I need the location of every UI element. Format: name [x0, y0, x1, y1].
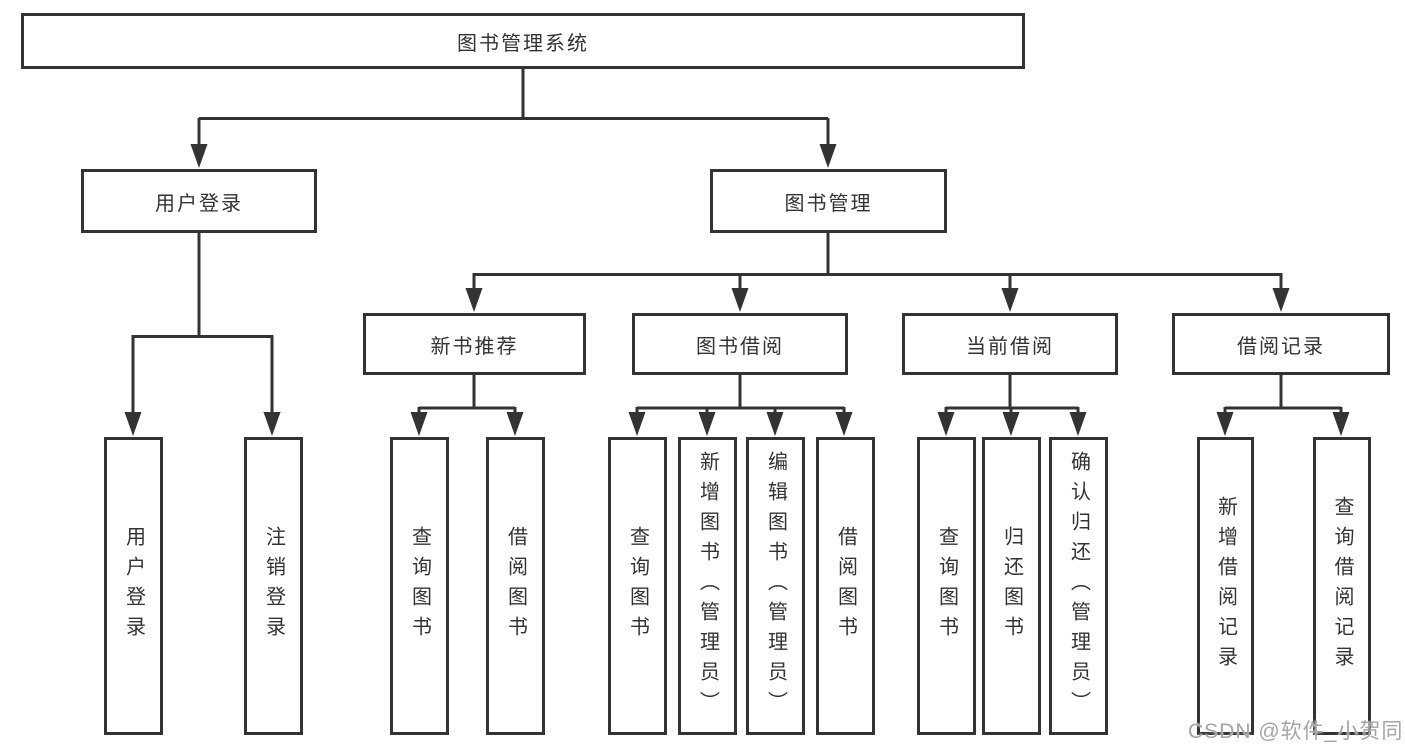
leaf-label: 编辑图书（管理员）: [764, 451, 787, 721]
node-root: 图书管理系统: [21, 13, 1025, 69]
node-book-borrow: 图书借阅: [632, 313, 848, 375]
node-new-book-recommend: 新书推荐: [363, 313, 586, 375]
leaf-borrow-books-2: 借阅图书: [816, 437, 875, 735]
watermark-text: CSDN @软件_小贺同学: [1188, 720, 1405, 743]
leaf-add-borrow-record: 新增借阅记录: [1197, 437, 1254, 735]
node-label: 用户登录: [155, 192, 243, 215]
leaf-label: 新增借阅记录: [1214, 496, 1237, 676]
leaf-label: 查询图书: [408, 526, 431, 646]
node-user-login-group: 用户登录: [81, 169, 317, 233]
leaf-return-book: 归还图书: [982, 437, 1041, 735]
leaf-logout: 注销登录: [244, 437, 303, 735]
node-current-borrow: 当前借阅: [902, 313, 1118, 375]
leaf-user-login: 用户登录: [104, 437, 163, 735]
leaf-label: 用户登录: [122, 526, 145, 646]
leaf-label: 借阅图书: [504, 526, 527, 646]
leaf-borrow-books-1: 借阅图书: [486, 437, 545, 735]
leaf-label: 借阅图书: [834, 526, 857, 646]
leaf-label: 查询图书: [626, 526, 649, 646]
leaf-add-book-admin: 新增图书（管理员）: [678, 437, 737, 735]
leaf-edit-book-admin: 编辑图书（管理员）: [746, 437, 805, 735]
node-borrow-records: 借阅记录: [1172, 313, 1390, 375]
leaf-label: 查询借阅记录: [1331, 496, 1353, 676]
node-label: 新书推荐: [430, 335, 519, 358]
leaf-label: 归还图书: [1000, 526, 1023, 646]
node-label: 图书管理: [784, 192, 873, 215]
leaf-query-books-2: 查询图书: [608, 437, 667, 735]
node-book-management: 图书管理: [710, 169, 947, 233]
leaf-confirm-return-admin: 确认归还（管理员）: [1049, 437, 1108, 735]
leaf-query-books-1: 查询图书: [390, 437, 449, 735]
leaf-label: 查询图书: [935, 526, 958, 646]
node-label: 借阅记录: [1237, 335, 1325, 358]
leaf-label: 注销登录: [262, 526, 285, 646]
node-label: 图书借阅: [696, 335, 784, 358]
leaf-label: 新增图书（管理员）: [696, 451, 719, 721]
leaf-label: 确认归还（管理员）: [1067, 451, 1090, 721]
leaf-query-borrow-record: 查询借阅记录: [1313, 437, 1371, 735]
leaf-query-books-3: 查询图书: [917, 437, 976, 735]
node-label: 当前借阅: [966, 335, 1054, 358]
node-root-label: 图书管理系统: [457, 32, 589, 55]
